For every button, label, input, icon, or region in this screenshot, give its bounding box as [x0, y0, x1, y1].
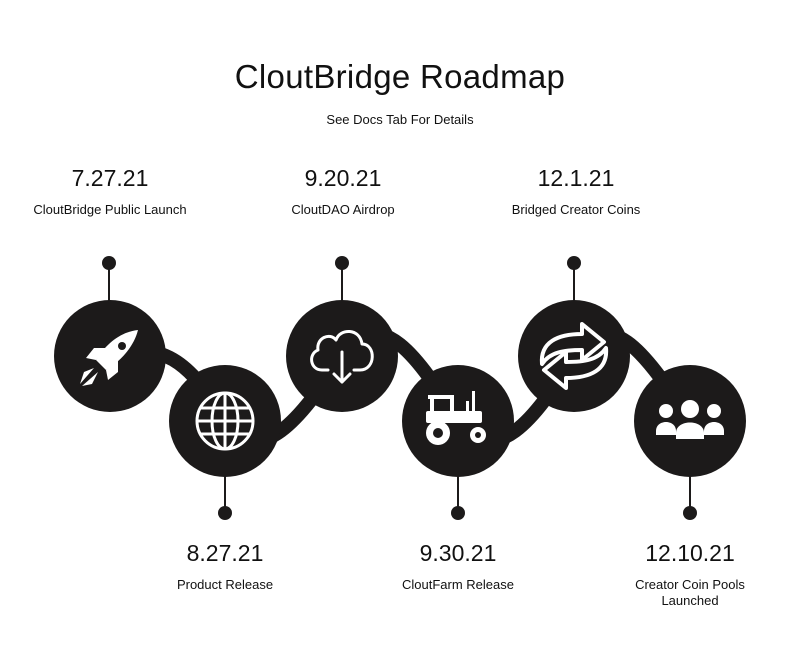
milestone-date: 9.30.21	[419, 540, 497, 566]
pin-top-5	[567, 256, 581, 305]
globe-icon	[195, 391, 255, 451]
refresh-arrows-icon	[539, 322, 609, 390]
milestone-date: 7.27.21	[71, 165, 149, 191]
milestone-5: 12.1.21 Bridged Creator Coins	[476, 165, 676, 218]
milestone-label: Bridged Creator Coins	[511, 202, 641, 217]
milestone-1: 7.27.21 CloutBridge Public Launch	[10, 165, 210, 218]
page-title: CloutBridge Roadmap	[234, 58, 566, 95]
rocket-icon	[80, 330, 138, 386]
milestone-2: 8.27.21 Product Release	[125, 540, 325, 593]
milestone-label: Creator Coin Pools Launched	[635, 577, 745, 608]
cloud-download-icon	[310, 330, 374, 384]
pin-top-1	[102, 256, 116, 305]
pin-bottom-6	[683, 470, 697, 520]
milestone-label: Product Release	[176, 577, 274, 592]
milestone-label: CloutDAO Airdrop	[291, 202, 395, 217]
milestone-6: 12.10.21 Creator Coin Pools Launched	[590, 540, 790, 609]
pin-bottom-4	[451, 470, 465, 520]
milestone-label: CloutFarm Release	[402, 577, 514, 592]
milestone-date: 8.27.21	[186, 540, 264, 566]
milestone-3: 9.20.21 CloutDAO Airdrop	[243, 165, 443, 218]
milestone-date: 12.10.21	[645, 540, 735, 566]
node-circle-5	[518, 300, 630, 412]
pin-top-3	[335, 256, 349, 305]
milestone-date: 9.20.21	[304, 165, 382, 191]
node-circle-6	[634, 365, 746, 477]
milestone-label: CloutBridge Public Launch	[33, 202, 187, 217]
milestone-date: 12.1.21	[537, 165, 615, 191]
people-group-icon	[656, 400, 724, 439]
pin-bottom-2	[218, 470, 232, 520]
tractor-icon	[426, 391, 486, 445]
page-subtitle: See Docs Tab For Details	[326, 112, 474, 127]
milestone-4: 9.30.21 CloutFarm Release	[358, 540, 558, 593]
